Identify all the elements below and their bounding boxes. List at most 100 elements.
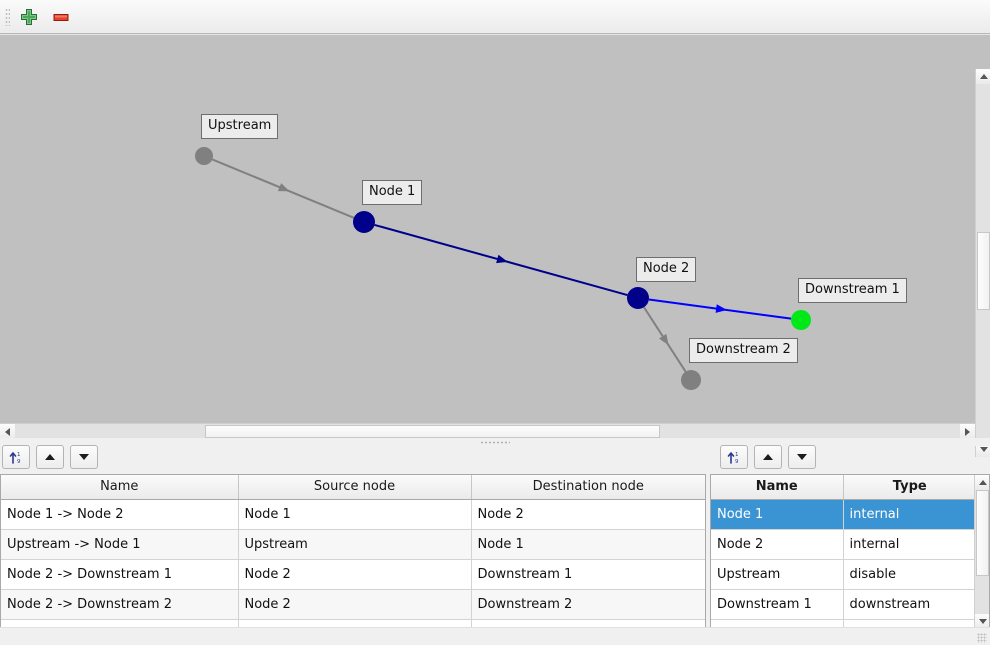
column-header-name[interactable]: Name bbox=[711, 475, 844, 500]
graph-node-label-node1: Node 1 bbox=[362, 180, 423, 205]
table-cell[interactable]: Downstream 1 bbox=[471, 559, 705, 590]
main-toolbar bbox=[0, 0, 990, 34]
table-cell[interactable]: internal bbox=[843, 529, 976, 560]
canvas-hscroll-thumb[interactable] bbox=[205, 425, 660, 438]
graph-arrowhead-upstream-node1 bbox=[277, 183, 290, 192]
table-cell[interactable]: Downstream 2 bbox=[471, 589, 705, 620]
svg-text:1: 1 bbox=[17, 452, 21, 458]
status-bar bbox=[0, 627, 990, 645]
graph-node-label-downstream2: Downstream 2 bbox=[689, 338, 798, 363]
triangle-up-icon bbox=[45, 454, 55, 460]
red-minus-icon bbox=[53, 14, 69, 21]
nodes-move-down-button[interactable] bbox=[788, 445, 816, 469]
edges-sort-button[interactable]: 1 9 bbox=[2, 445, 30, 469]
chevron-right-icon bbox=[965, 427, 970, 436]
table-cell[interactable]: Node 2 -> Downstream 2 bbox=[1, 589, 239, 620]
graph-node-node1[interactable] bbox=[353, 211, 375, 233]
svg-text:9: 9 bbox=[735, 459, 739, 465]
nodes-scroll-down-button[interactable] bbox=[975, 614, 989, 629]
nodes-move-up-button[interactable] bbox=[754, 445, 782, 469]
table-cell[interactable]: Node 2 -> Downstream 1 bbox=[1, 559, 239, 590]
table-cell[interactable]: Node 1 bbox=[238, 499, 472, 530]
table-cell[interactable]: Upstream bbox=[238, 529, 472, 560]
canvas-scroll-left-button[interactable] bbox=[0, 424, 15, 439]
graph-node-label-downstream1: Downstream 1 bbox=[798, 278, 907, 303]
table-cell[interactable]: Node 1 -> Node 2 bbox=[1, 499, 239, 530]
splitter-grip[interactable] bbox=[480, 441, 510, 444]
graph-arrowhead-node1-node2 bbox=[496, 254, 508, 264]
graph-drawing[interactable] bbox=[0, 35, 975, 425]
table-empty-cell bbox=[238, 619, 472, 629]
canvas-scroll-right-button[interactable] bbox=[960, 424, 975, 439]
table-cell[interactable]: Node 2 bbox=[238, 589, 472, 620]
nodes-scroll-up-button[interactable] bbox=[975, 475, 989, 490]
graph-node-label-node2: Node 2 bbox=[636, 257, 697, 282]
column-header-destination-node[interactable]: Destination node bbox=[471, 475, 705, 500]
table-cell[interactable]: Node 2 bbox=[711, 529, 844, 560]
table-cell[interactable]: Node 2 bbox=[471, 499, 705, 530]
nodes-sort-button[interactable]: 1 9 bbox=[720, 445, 748, 469]
graph-arrowhead-node2-downstream2 bbox=[659, 333, 669, 346]
graph-node-downstream1[interactable] bbox=[791, 310, 811, 330]
chevron-left-icon bbox=[5, 427, 10, 436]
add-node-button[interactable] bbox=[16, 4, 42, 30]
canvas-hscroll-track[interactable] bbox=[15, 424, 960, 439]
canvas-vertical-scrollbar[interactable] bbox=[975, 69, 990, 457]
table-cell[interactable]: internal bbox=[843, 499, 976, 530]
canvas-horizontal-scrollbar[interactable] bbox=[0, 423, 975, 439]
remove-node-button[interactable] bbox=[48, 4, 74, 30]
table-cell[interactable]: Node 1 bbox=[471, 529, 705, 560]
graph-node-downstream2[interactable] bbox=[681, 370, 701, 390]
triangle-down-icon bbox=[797, 454, 807, 460]
graph-node-label-upstream: Upstream bbox=[201, 114, 279, 139]
table-cell[interactable]: disable bbox=[843, 559, 976, 590]
table-cell[interactable]: Upstream bbox=[711, 559, 844, 590]
toolbar-drag-handle[interactable] bbox=[5, 8, 10, 26]
resize-grip[interactable] bbox=[977, 633, 987, 643]
chevron-down-icon bbox=[979, 447, 988, 452]
canvas-vscroll-thumb[interactable] bbox=[977, 232, 990, 310]
edges-move-up-button[interactable] bbox=[36, 445, 64, 469]
table-cell[interactable]: Node 1 bbox=[711, 499, 844, 530]
nodes-table-vertical-scrollbar[interactable] bbox=[974, 475, 989, 629]
nodes-vscroll-track[interactable] bbox=[975, 490, 989, 614]
table-cell[interactable]: Upstream -> Node 1 bbox=[1, 529, 239, 560]
horizontal-splitter[interactable] bbox=[0, 438, 990, 446]
sort-ascending-icon: 1 9 bbox=[9, 452, 21, 465]
sort-ascending-icon: 1 9 bbox=[727, 452, 739, 465]
canvas-vscroll-track[interactable] bbox=[976, 84, 990, 442]
column-header-name[interactable]: Name bbox=[1, 475, 239, 500]
graph-node-upstream[interactable] bbox=[195, 147, 213, 165]
nodes-vscroll-thumb[interactable] bbox=[976, 490, 989, 576]
column-header-source-node[interactable]: Source node bbox=[238, 475, 472, 500]
table-cell[interactable]: downstream bbox=[843, 589, 976, 620]
edges-move-down-button[interactable] bbox=[70, 445, 98, 469]
table-cell[interactable]: Node 2 bbox=[238, 559, 472, 590]
column-header-type[interactable]: Type bbox=[843, 475, 976, 500]
graph-node-node2[interactable] bbox=[627, 287, 649, 309]
table-cell[interactable]: Downstream 1 bbox=[711, 589, 844, 620]
table-empty-cell bbox=[1, 619, 239, 629]
canvas-scroll-up-button[interactable] bbox=[976, 69, 990, 84]
triangle-up-icon bbox=[763, 454, 773, 460]
table-empty-cell bbox=[471, 619, 705, 629]
nodes-toolbar: 1 9 bbox=[710, 444, 990, 470]
